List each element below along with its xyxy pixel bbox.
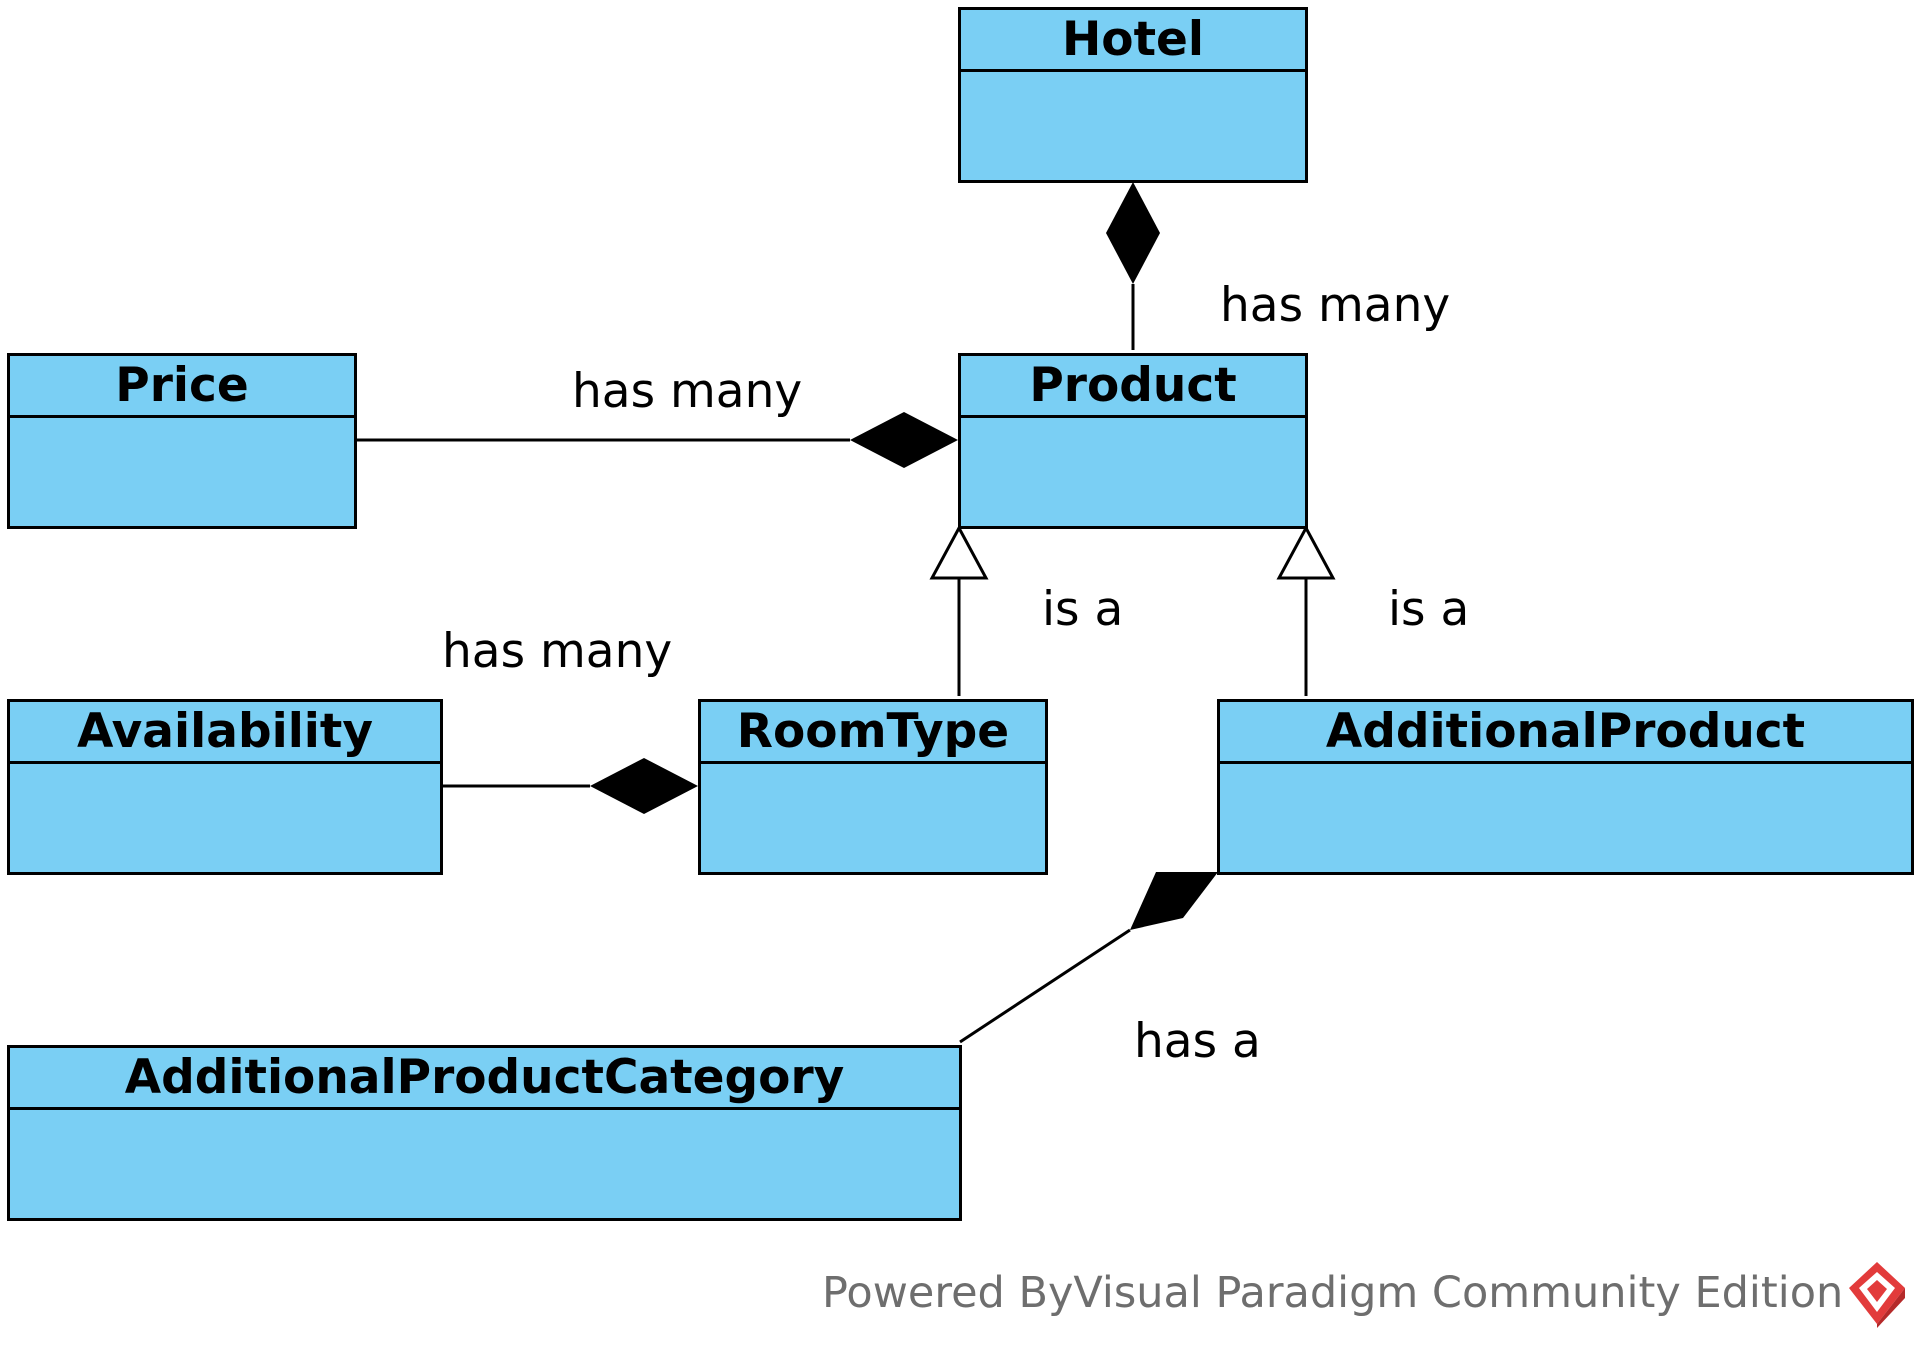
class-name: AdditionalProduct (1220, 702, 1911, 764)
class-name: Product (961, 356, 1305, 418)
class-name: Hotel (961, 10, 1305, 72)
class-availability[interactable]: Availability (7, 699, 443, 875)
label-roomtype-product: is a (1042, 582, 1124, 637)
class-name: RoomType (701, 702, 1045, 764)
generalization-triangle-icon (929, 524, 989, 580)
additionalproduct-product-generalization[interactable] (1276, 524, 1336, 696)
label-category-additionalproduct: has a (1134, 1014, 1261, 1069)
composition-diamond-icon (1106, 182, 1160, 284)
composition-diamond-icon (590, 758, 698, 814)
class-additional-product-category[interactable]: AdditionalProductCategory (7, 1045, 962, 1221)
hotel-product-composition[interactable] (1106, 182, 1160, 350)
visual-paradigm-logo-icon (1849, 1262, 1905, 1328)
class-name: Availability (10, 702, 440, 764)
class-product[interactable]: Product (958, 353, 1308, 529)
composition-diamond-icon (1130, 872, 1218, 930)
label-availability-roomtype: has many (442, 624, 673, 679)
label-price-product: has many (572, 364, 803, 419)
generalization-triangle-icon (1276, 524, 1336, 580)
availability-roomtype-composition[interactable] (440, 758, 698, 814)
label-additionalproduct-product: is a (1388, 582, 1470, 637)
class-price[interactable]: Price (7, 353, 357, 529)
composition-diamond-icon (850, 412, 958, 468)
class-name: Price (10, 356, 354, 418)
class-hotel[interactable]: Hotel (958, 7, 1308, 183)
powered-by-watermark: Powered ByVisual Paradigm Community Edit… (822, 1268, 1844, 1318)
label-hotel-product: has many (1220, 278, 1451, 333)
class-roomtype[interactable]: RoomType (698, 699, 1048, 875)
roomtype-product-generalization[interactable] (929, 524, 989, 696)
class-additional-product[interactable]: AdditionalProduct (1217, 699, 1914, 875)
category-additionalproduct-composition[interactable] (959, 872, 1218, 1044)
price-product-composition[interactable] (354, 412, 958, 468)
class-name: AdditionalProductCategory (10, 1048, 959, 1110)
